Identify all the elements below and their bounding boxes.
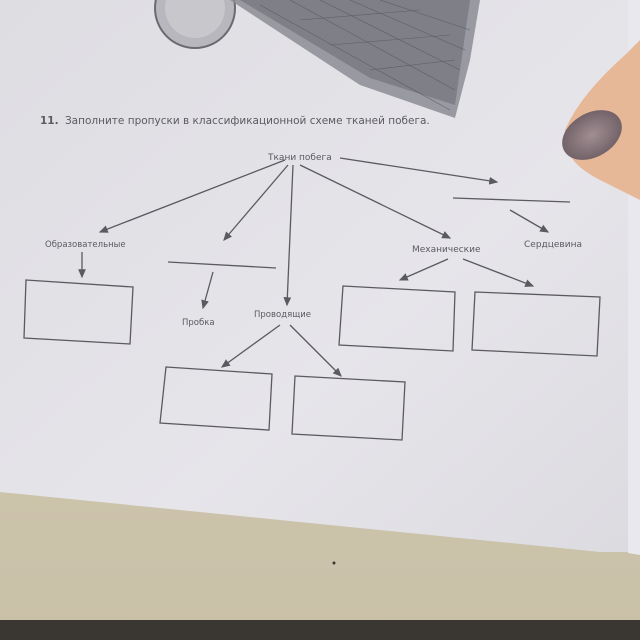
speck <box>332 561 336 565</box>
label-pith: Сердцевина <box>524 240 582 250</box>
blank-box-mechanical-2 <box>471 291 601 357</box>
tissue-classification-diagram <box>23 157 601 441</box>
blank-box-educational <box>23 279 134 345</box>
task-heading: 11. Заполните пропуски в классификационн… <box>40 115 430 127</box>
table-edge-shadow <box>0 620 640 640</box>
label-mechanical: Механические <box>412 245 481 255</box>
stem-cross-section-illustration <box>154 0 480 118</box>
worksheet-page <box>0 0 632 552</box>
blank-line-2 <box>167 261 277 269</box>
label-conductive: Проводящие <box>254 310 311 320</box>
label-cork: Пробка <box>182 318 215 328</box>
root-label: Ткани побега <box>267 153 332 163</box>
blank-box-conductive-1 <box>159 366 273 431</box>
label-educational: Образовательные <box>45 240 126 250</box>
blank-line-1 <box>452 197 571 203</box>
blank-box-mechanical-1 <box>338 285 456 352</box>
blank-box-conductive-2 <box>291 375 406 441</box>
finger-with-nail <box>562 40 640 200</box>
